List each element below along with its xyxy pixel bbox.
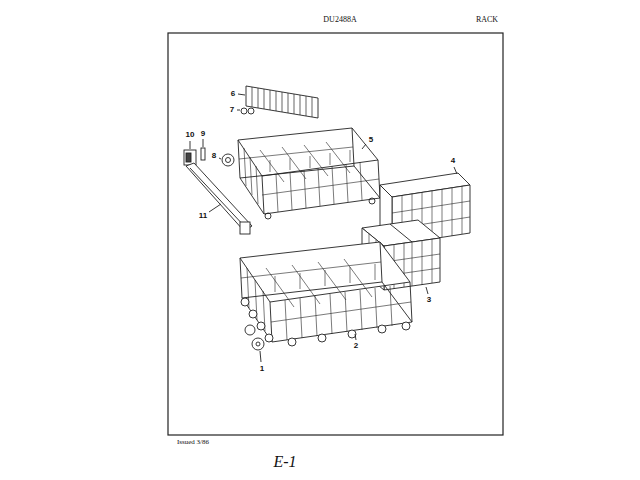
callout-number: 8: [212, 152, 216, 160]
model-number: DU2488A: [323, 16, 356, 24]
page-number: E-1: [273, 454, 296, 470]
callout-number: 6: [231, 90, 235, 98]
callout-number: 1: [260, 365, 264, 373]
callout-number: 3: [427, 296, 431, 304]
callout-number: 2: [354, 342, 358, 350]
callout-number: 9: [201, 130, 205, 138]
callout-number: 5: [369, 136, 373, 144]
callout-number: 11: [199, 212, 207, 220]
callout-number: 4: [451, 157, 455, 165]
section-title: RACK: [476, 16, 498, 24]
callout-number: 7: [230, 106, 234, 114]
callout-number: 10: [186, 131, 195, 139]
issue-date: Issued 3/86: [177, 439, 209, 446]
